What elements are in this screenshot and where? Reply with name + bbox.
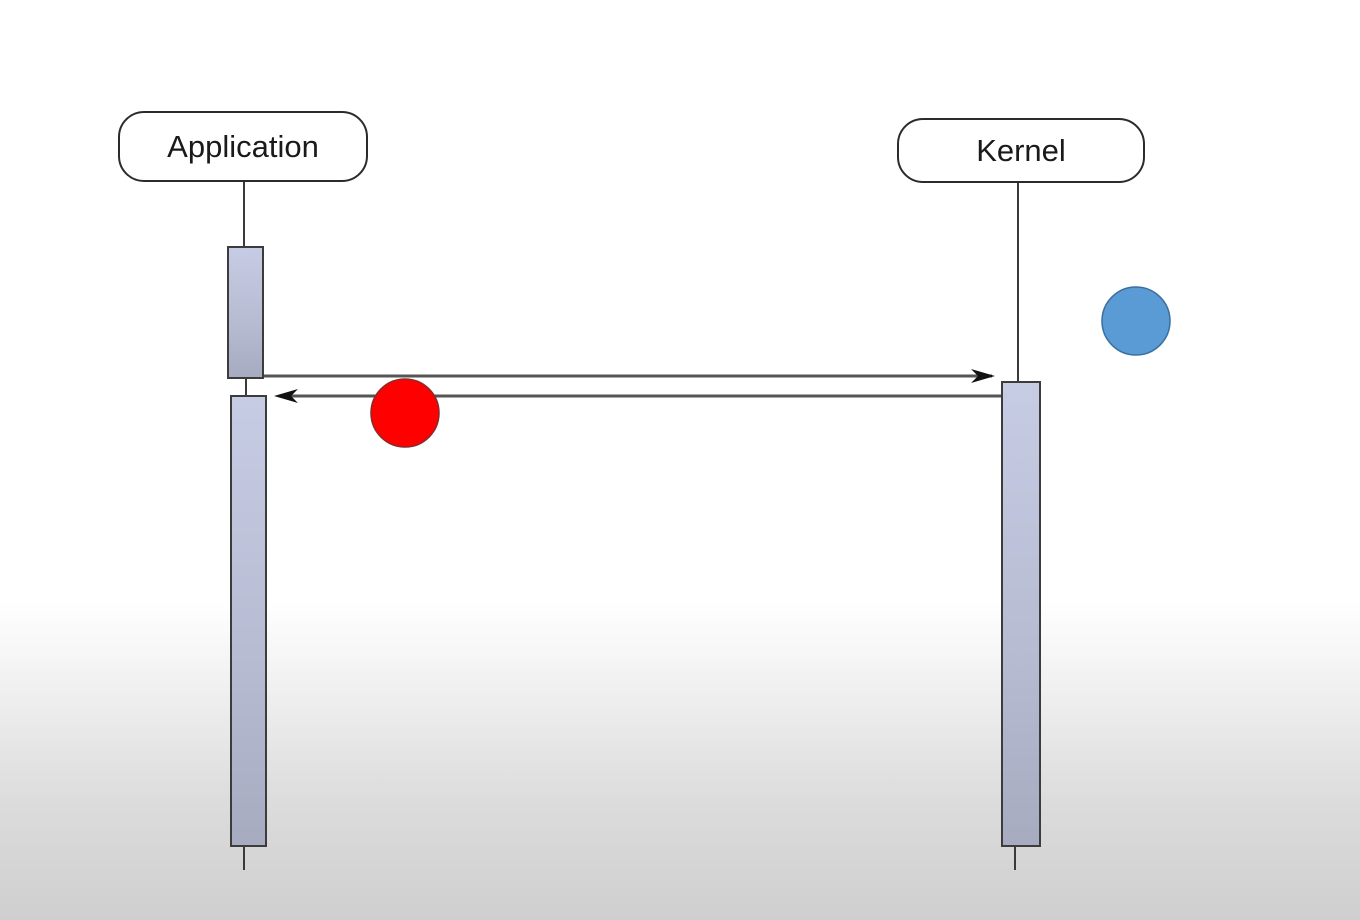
participant-application: Application: [118, 111, 368, 182]
lifeline-application-bottom: [243, 846, 245, 870]
participant-application-label: Application: [167, 128, 319, 164]
participant-kernel-label: Kernel: [976, 132, 1066, 168]
red-dot-marker: [370, 378, 440, 448]
lifeline-application-top: [243, 182, 245, 248]
blue-dot-marker: [1101, 286, 1171, 356]
lifeline-kernel-bottom: [1014, 846, 1016, 870]
message-kernel-to-application: [274, 389, 1001, 403]
message-application-to-kernel: [264, 369, 995, 383]
activation-kernel: [1001, 381, 1041, 847]
lifeline-kernel-top: [1017, 183, 1019, 382]
activation-application-2: [230, 395, 267, 847]
arrowhead-left-icon: [274, 389, 298, 403]
activation-application-1: [227, 246, 264, 379]
participant-kernel: Kernel: [897, 118, 1145, 183]
lifeline-application-gap: [245, 378, 247, 396]
arrowhead-right-icon: [971, 369, 995, 383]
